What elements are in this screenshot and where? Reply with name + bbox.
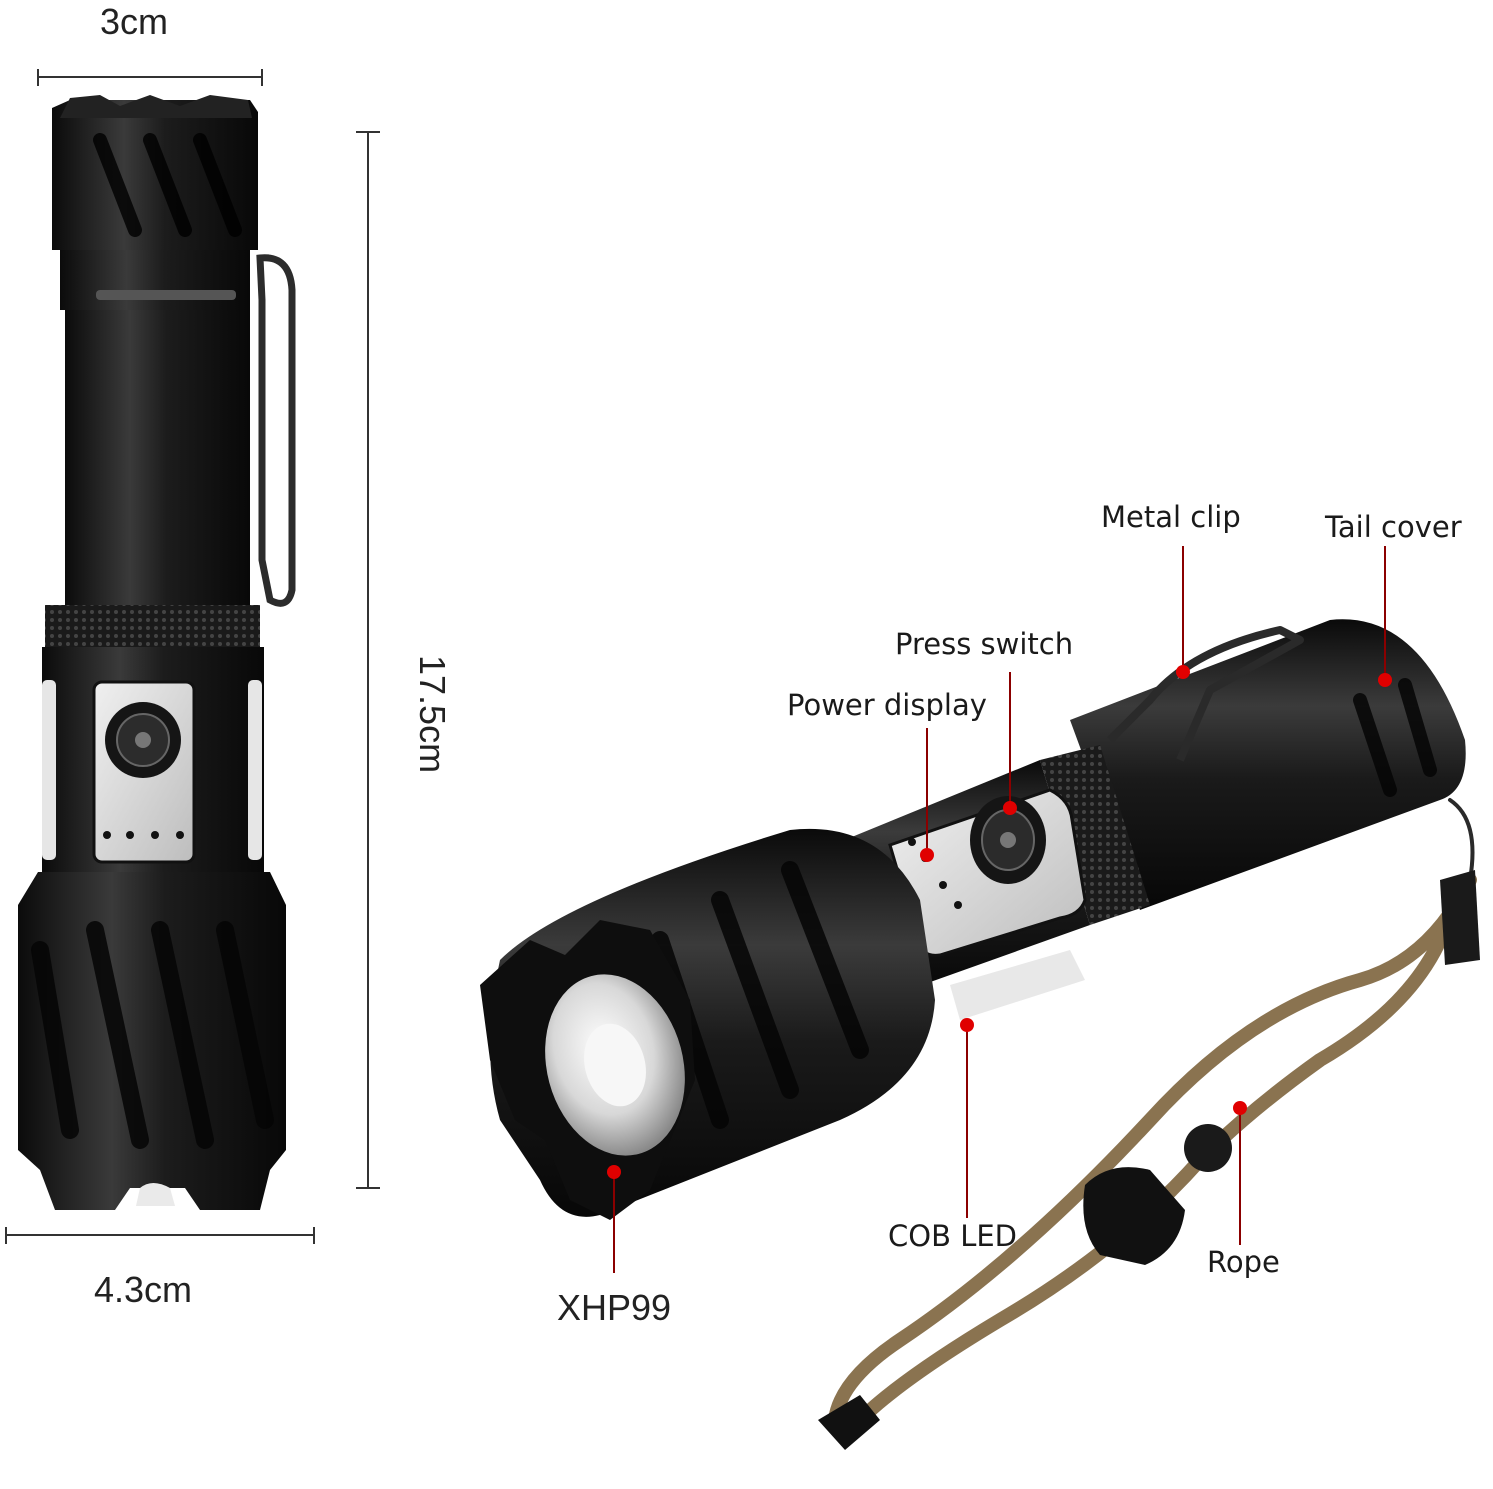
rope-bead [1184,1124,1232,1172]
dimension-bottom-width: 4.3cm [94,1269,193,1310]
callout-tail-cover: Tail cover [1325,510,1462,544]
flashlight-angled-view [480,619,1466,1220]
dimension-lines [5,69,380,1244]
flashlight-front-view [18,95,296,1210]
dimension-length: 17.5cm [412,655,453,774]
dimension-top-width: 3cm [100,1,169,42]
rope-stopper [1083,1167,1185,1265]
callout-xhp99: XHP99 [557,1287,672,1328]
rope-connector [1440,870,1480,965]
callout-rope: Rope [1207,1245,1280,1279]
callout-metal-clip: Metal clip [1101,500,1241,534]
callout-dots [607,665,1392,1179]
callout-power-display: Power display [787,688,987,722]
callout-cob-led: COB LED [888,1219,1017,1253]
callout-lines [613,546,1386,1273]
callout-press-switch: Press switch [895,627,1074,661]
rope-end-cap [818,1395,880,1450]
